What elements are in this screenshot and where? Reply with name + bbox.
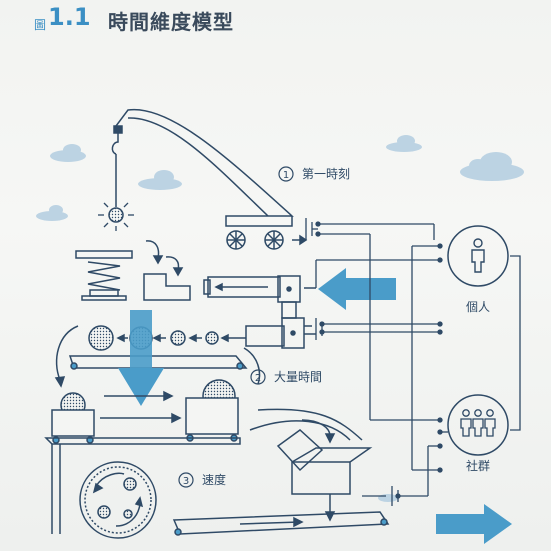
- figure-prefix: 圖: [34, 18, 47, 32]
- stage-3-label: 3 速度: [178, 472, 226, 488]
- step-block: [143, 240, 191, 301]
- stage-2-label: 2 大量時間: [250, 369, 322, 385]
- piston-pipes: [203, 275, 316, 349]
- actor-community: [447, 394, 509, 456]
- group-icon: [460, 409, 496, 437]
- stage-1-label: 1 第一時刻: [278, 166, 350, 182]
- actor-individual: [447, 225, 509, 287]
- stage-title: 大量時間: [274, 370, 322, 384]
- stage-number: 2: [255, 373, 261, 384]
- blue-arrows: [118, 268, 512, 544]
- cloud-icon: [36, 205, 68, 221]
- stage-title: 第一時刻: [302, 167, 350, 181]
- actor-label-individual: 個人: [466, 300, 490, 314]
- arrow-left-icon: [318, 268, 396, 310]
- cloud-icon: [138, 170, 182, 190]
- cloud-icon: [50, 144, 86, 162]
- person-icon: [471, 238, 485, 273]
- stage-number: 3: [183, 476, 189, 487]
- chute: [249, 408, 373, 522]
- wrecking-ball-icon: [98, 202, 134, 231]
- cloud-decorations: [36, 135, 524, 502]
- figure-number: 1.1: [48, 3, 91, 31]
- arrow-right-icon: [436, 504, 512, 544]
- spring-press: [75, 250, 133, 301]
- arrow-down-icon: [118, 310, 164, 406]
- spinning-wheel: [79, 461, 157, 539]
- figure-header: 圖 1.1 時間維度模型: [0, 0, 551, 40]
- bottom-conveyor: [172, 511, 390, 536]
- cloud-icon: [378, 494, 398, 502]
- wiring-network: [305, 218, 521, 506]
- cloud-icon: [460, 152, 524, 181]
- ore-carts: [44, 379, 241, 534]
- crane: [111, 108, 308, 250]
- cloud-icon: [386, 135, 422, 152]
- figure-title: 時間維度模型: [108, 10, 234, 34]
- actor-label-community: 社群: [466, 458, 490, 473]
- stage-number: 1: [283, 170, 289, 181]
- stage-title: 速度: [202, 472, 226, 487]
